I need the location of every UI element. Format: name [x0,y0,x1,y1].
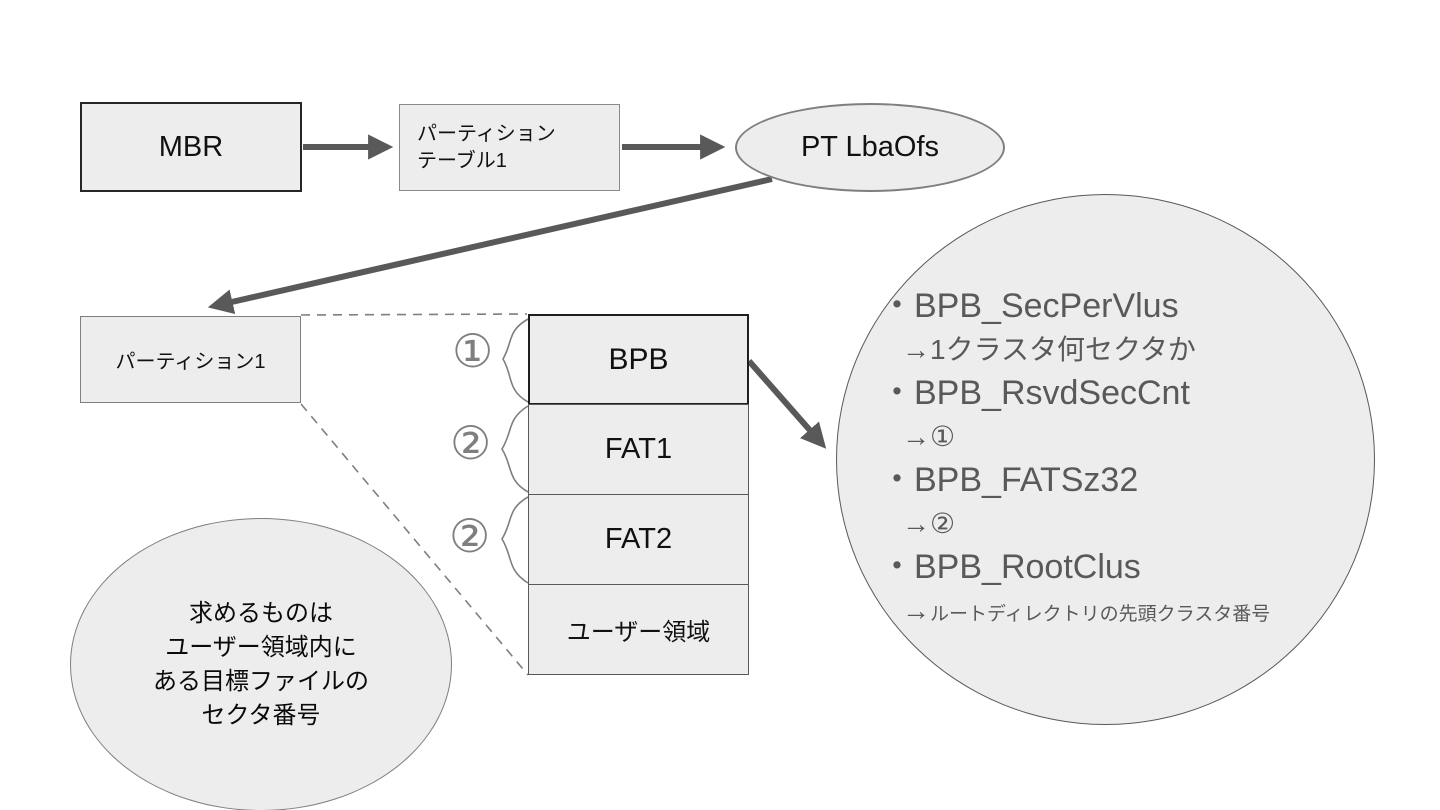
detail-item-name: ・BPB_RootClus [880,548,1141,586]
partition-table-label-line1: パーティション [417,122,556,145]
user-area-label: ユーザー領域 [566,619,711,646]
circled-number-2b: ② [449,510,491,562]
pt-lbaofs-label: PT LbaOfs [800,131,940,163]
goal-ellipse: 求めるものは ユーザー領域内に ある目標ファイルの セクタ番号 [70,518,452,810]
mbr-label: MBR [158,130,224,163]
detail-item-name: ・BPB_FATSz32 [880,461,1139,499]
circled-number-2a: ② [450,417,492,469]
detail-item-desc: →② [902,508,956,539]
detail-item-desc: →① [902,421,956,452]
brace-fat2 [501,496,529,584]
mbr-box: MBR [80,102,302,192]
detail-item-desc: →ルートディレクトリの先頭クラスタ番号 [880,589,1360,636]
goal-line: ある目標ファイルの [153,667,369,695]
bpb-label: BPB [608,342,669,376]
arrow-ptlbaofs-to-partition1 [207,176,773,315]
fat2-label: FAT2 [604,523,673,555]
goal-line: ユーザー領域内に [165,633,357,661]
stack-row-bpb: BPB [528,314,749,405]
arrow-glyph: → [902,595,930,626]
partition-table-label-line2: テーブル1 [417,149,507,172]
detail-item-name: ・BPB_RsvdSecCnt [880,374,1190,412]
circled-number-1: ① [452,325,494,377]
fat1-label: FAT1 [604,433,673,465]
brace-bpb [502,318,529,403]
pt-lbaofs-ellipse: PT LbaOfs [735,103,1005,192]
goal-line: 求めるものは [189,599,333,627]
stack-row-fat1: FAT1 [528,404,749,495]
brace-fat1 [501,405,529,493]
partition-table-box: パーティション テーブル1 [399,104,620,191]
bpb-detail-circle [836,194,1375,725]
stack-row-fat2: FAT2 [528,494,749,585]
detail-item-desc: →1クラスタ何セクタか [902,334,1196,365]
detail-item-name: ・BPB_SecPerVlus [880,287,1179,325]
partition1-box: パーティション1 [80,316,301,403]
detail-item-desc-small: ルートディレクトリの先頭クラスタ番号 [930,604,1271,625]
partition1-label: パーティション1 [115,351,266,373]
bpb-detail-text: ・BPB_SecPerVlus →1クラスタ何セクタか ・BPB_RsvdSec… [880,284,1360,636]
dashed-link-partition1-to-stack-top [300,313,528,316]
goal-line: セクタ番号 [201,701,321,729]
arrow-bpb-to-detail-circle [746,359,827,449]
stack-row-user-area: ユーザー領域 [528,584,749,675]
